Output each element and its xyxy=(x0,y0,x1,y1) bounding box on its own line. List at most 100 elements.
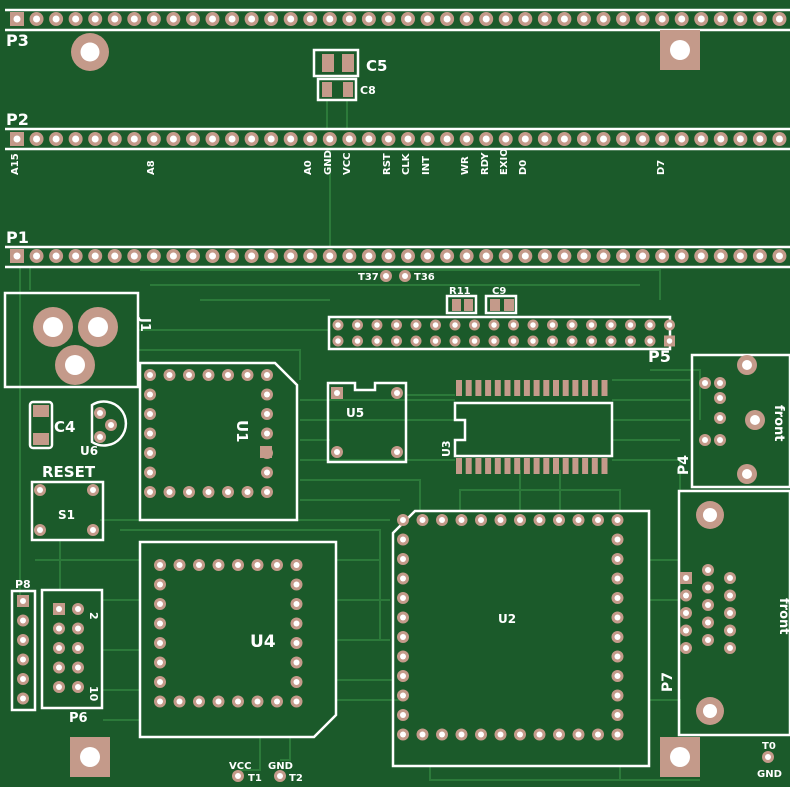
drill-hole xyxy=(717,380,723,386)
drill-hole xyxy=(91,252,99,260)
header-label-p4: P4 xyxy=(676,455,692,475)
drill-hole xyxy=(33,135,41,143)
drill-hole xyxy=(225,372,231,378)
drill-hole xyxy=(560,135,568,143)
drill-hole xyxy=(670,747,690,767)
smd-pad xyxy=(322,82,332,97)
label-p6-pin2: 2 xyxy=(87,612,100,620)
drill-hole xyxy=(335,338,341,344)
drill-hole xyxy=(775,135,783,143)
label-t36: T36 xyxy=(414,272,435,283)
label-t0: T0 xyxy=(762,741,776,752)
drill-hole xyxy=(683,575,689,581)
bus-label-vcc: VCC xyxy=(342,153,353,175)
u3-pad xyxy=(465,380,472,396)
drill-hole xyxy=(354,338,361,344)
label-t2-net: GND xyxy=(268,761,293,772)
u3-pad xyxy=(485,458,492,474)
drill-hole xyxy=(400,595,406,601)
drill-hole xyxy=(75,625,81,632)
drill-hole xyxy=(335,322,341,328)
drill-hole xyxy=(658,252,666,260)
drill-hole xyxy=(365,15,373,23)
drill-hole xyxy=(458,517,465,523)
label-reset: RESET xyxy=(42,463,96,481)
drill-hole xyxy=(588,338,595,344)
drill-hole xyxy=(306,15,314,23)
drill-hole xyxy=(569,338,575,344)
smd-pad xyxy=(33,405,49,417)
drill-hole xyxy=(432,338,439,344)
drill-hole xyxy=(97,434,103,440)
drill-hole xyxy=(510,322,517,328)
drill-hole xyxy=(157,620,163,627)
drill-hole xyxy=(580,15,588,23)
drill-hole xyxy=(608,322,614,328)
drill-hole xyxy=(404,252,412,260)
drill-hole xyxy=(717,395,723,401)
drill-hole xyxy=(374,322,380,328)
drill-hole xyxy=(647,322,653,328)
drill-hole xyxy=(614,536,621,543)
header-label-p8: P8 xyxy=(15,578,31,591)
drill-hole xyxy=(20,598,26,604)
drill-hole xyxy=(595,731,601,738)
drill-hole xyxy=(267,252,275,260)
drill-hole xyxy=(150,15,158,23)
drill-hole xyxy=(580,252,588,260)
drill-hole xyxy=(750,415,760,425)
drill-hole xyxy=(225,489,231,495)
drill-hole xyxy=(111,252,119,260)
drill-hole xyxy=(521,252,529,260)
drill-hole xyxy=(697,252,705,260)
u3-pad xyxy=(465,458,472,474)
drill-hole xyxy=(502,252,510,260)
drill-hole xyxy=(293,640,300,646)
drill-hole xyxy=(264,372,270,378)
drill-hole xyxy=(400,692,406,699)
smd-pad xyxy=(504,299,514,311)
drill-hole xyxy=(130,15,138,23)
drill-hole xyxy=(189,15,197,23)
drill-hole xyxy=(549,338,556,344)
drill-hole xyxy=(683,627,689,634)
drill-hole xyxy=(293,659,300,666)
label-t37: T37 xyxy=(358,272,379,283)
drill-hole xyxy=(556,731,562,738)
drill-hole xyxy=(619,252,627,260)
drill-hole xyxy=(264,430,270,437)
drill-hole xyxy=(614,575,621,582)
drill-hole xyxy=(56,664,62,671)
drill-hole xyxy=(196,562,202,568)
drill-hole xyxy=(614,556,621,562)
drill-hole xyxy=(627,338,634,344)
bus-label-exio: EXIO xyxy=(499,148,510,175)
u3-pad xyxy=(543,380,550,396)
drill-hole xyxy=(517,517,523,523)
drill-hole xyxy=(404,15,412,23)
drill-hole xyxy=(413,322,419,328)
drill-hole xyxy=(400,731,406,738)
bus-label-a8: A8 xyxy=(146,160,157,175)
drill-hole xyxy=(393,338,400,344)
drill-hole xyxy=(88,317,108,337)
drill-hole xyxy=(157,640,163,646)
drill-hole xyxy=(176,562,183,568)
u3-pad xyxy=(475,458,482,474)
drill-hole xyxy=(482,15,490,23)
u3-pad xyxy=(572,458,579,474)
header-label-p7: P7 xyxy=(660,672,676,692)
drill-hole xyxy=(463,15,471,23)
pads xyxy=(10,12,787,782)
drill-hole xyxy=(727,627,733,634)
drill-hole xyxy=(383,273,389,279)
drill-hole xyxy=(277,773,283,779)
drill-hole xyxy=(150,252,158,260)
u3-pad xyxy=(504,458,511,474)
label-j1: J1 xyxy=(137,317,152,332)
drill-hole xyxy=(326,15,334,23)
drill-hole xyxy=(756,135,764,143)
label-c9: C9 xyxy=(492,286,506,297)
